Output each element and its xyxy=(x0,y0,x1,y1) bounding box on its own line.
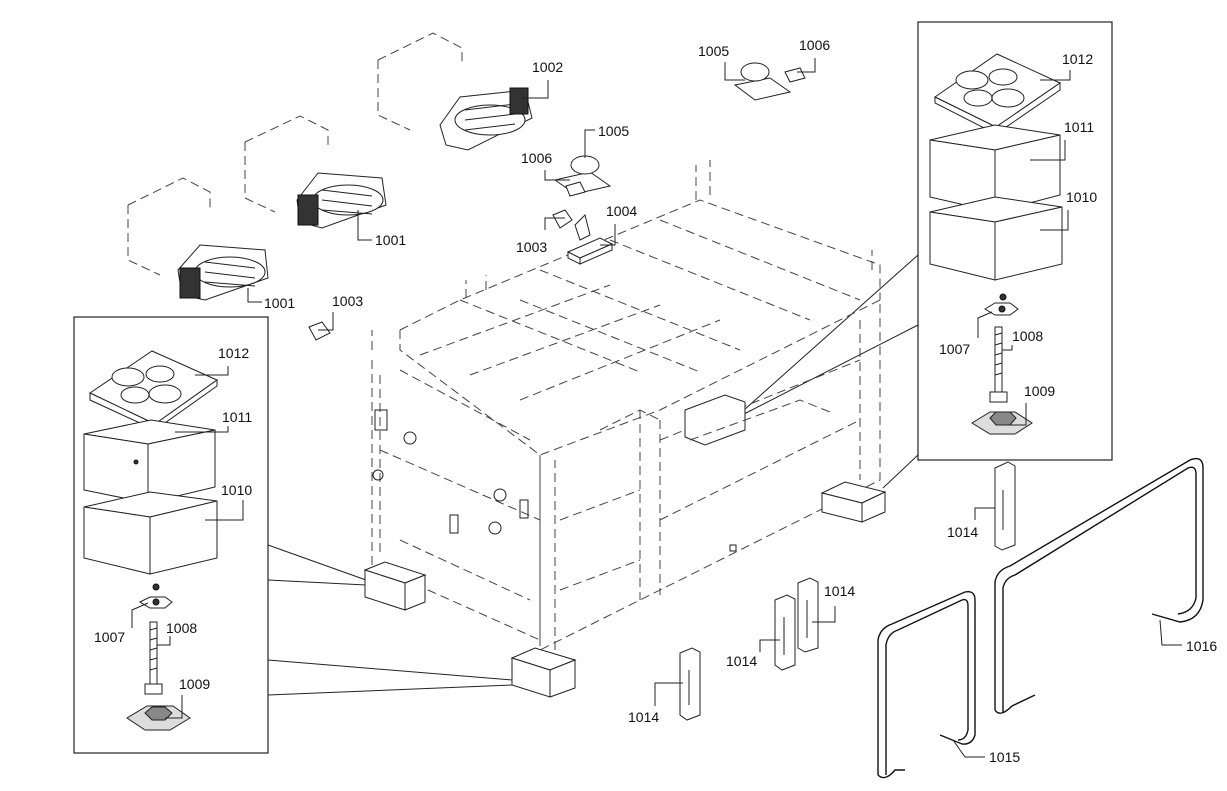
callout-1005-mid: 1005 xyxy=(598,123,629,139)
foot-cover-1010-left xyxy=(83,491,218,575)
callout-1004: 1004 xyxy=(606,203,637,219)
callout-1011-left: 1011 xyxy=(222,409,252,425)
callout-1014-right: 1014 xyxy=(947,524,978,540)
foot-block-right xyxy=(820,481,887,523)
fan-assembly-1001-upper xyxy=(244,115,387,229)
callout-1014-mid-left: 1014 xyxy=(726,653,757,669)
main-frame xyxy=(371,160,881,651)
rod-1015 xyxy=(877,590,976,779)
callout-1010-right: 1010 xyxy=(1066,189,1097,205)
leader-lines xyxy=(131,58,1182,758)
callout-1011-right: 1011 xyxy=(1064,119,1094,135)
callout-1003-left: 1003 xyxy=(332,293,363,309)
callout-1016: 1016 xyxy=(1186,638,1217,654)
foot-cover-1011-left xyxy=(83,419,216,504)
fan-assembly-1002 xyxy=(377,32,533,151)
callout-1009-left: 1009 xyxy=(179,676,210,692)
detail-box-right xyxy=(741,21,1113,489)
callout-1001-upper: 1001 xyxy=(375,232,406,248)
callout-1009-right: 1009 xyxy=(1024,383,1055,399)
leveler-parts-left xyxy=(126,583,191,731)
callout-1010-left: 1010 xyxy=(221,482,252,498)
callout-1006-upper: 1006 xyxy=(799,37,830,53)
thermostat-1005-upper xyxy=(733,62,806,101)
callout-1003-mid: 1003 xyxy=(516,239,547,255)
terminal-block-1004 xyxy=(566,214,614,265)
rod-1016 xyxy=(994,457,1204,714)
detail-box-left xyxy=(73,316,513,754)
thermostat-1005-mid xyxy=(553,155,612,197)
callout-labels: 1001 1001 1002 1003 1003 1004 1005 1005 … xyxy=(94,37,1217,765)
callout-1005-upper: 1005 xyxy=(698,43,729,59)
callout-1012-right: 1012 xyxy=(1062,51,1093,67)
callout-1012-left: 1012 xyxy=(218,345,249,361)
callout-1008-right: 1008 xyxy=(1012,328,1043,344)
callout-1006-mid: 1006 xyxy=(521,150,552,166)
fan-assembly-1001-lower xyxy=(127,177,269,301)
bracket-1014-a xyxy=(994,461,1016,551)
callout-1007-right: 1007 xyxy=(939,341,970,357)
callout-1002: 1002 xyxy=(532,59,563,75)
foot-cover-1010-right xyxy=(929,196,1063,281)
top-plate-1012-right xyxy=(934,53,1062,135)
leveler-parts-right xyxy=(971,293,1033,435)
bracket-1014-c xyxy=(774,594,796,671)
foot-block-front xyxy=(510,647,577,698)
bracket-1014-b xyxy=(797,577,819,653)
callout-1007-left: 1007 xyxy=(94,629,125,645)
callout-1014-mid-right: 1014 xyxy=(824,583,855,599)
callout-1014-bottom: 1014 xyxy=(628,709,659,725)
callout-1008-left: 1008 xyxy=(166,620,197,636)
callout-1001-lower: 1001 xyxy=(264,295,295,311)
connector-1003 xyxy=(308,209,573,341)
callout-1015: 1015 xyxy=(989,749,1020,765)
top-plate-1012-left xyxy=(88,350,219,431)
foot-block-left xyxy=(363,561,427,611)
bracket-1014-d xyxy=(679,647,701,721)
foot-cover-1011-right xyxy=(929,124,1061,213)
